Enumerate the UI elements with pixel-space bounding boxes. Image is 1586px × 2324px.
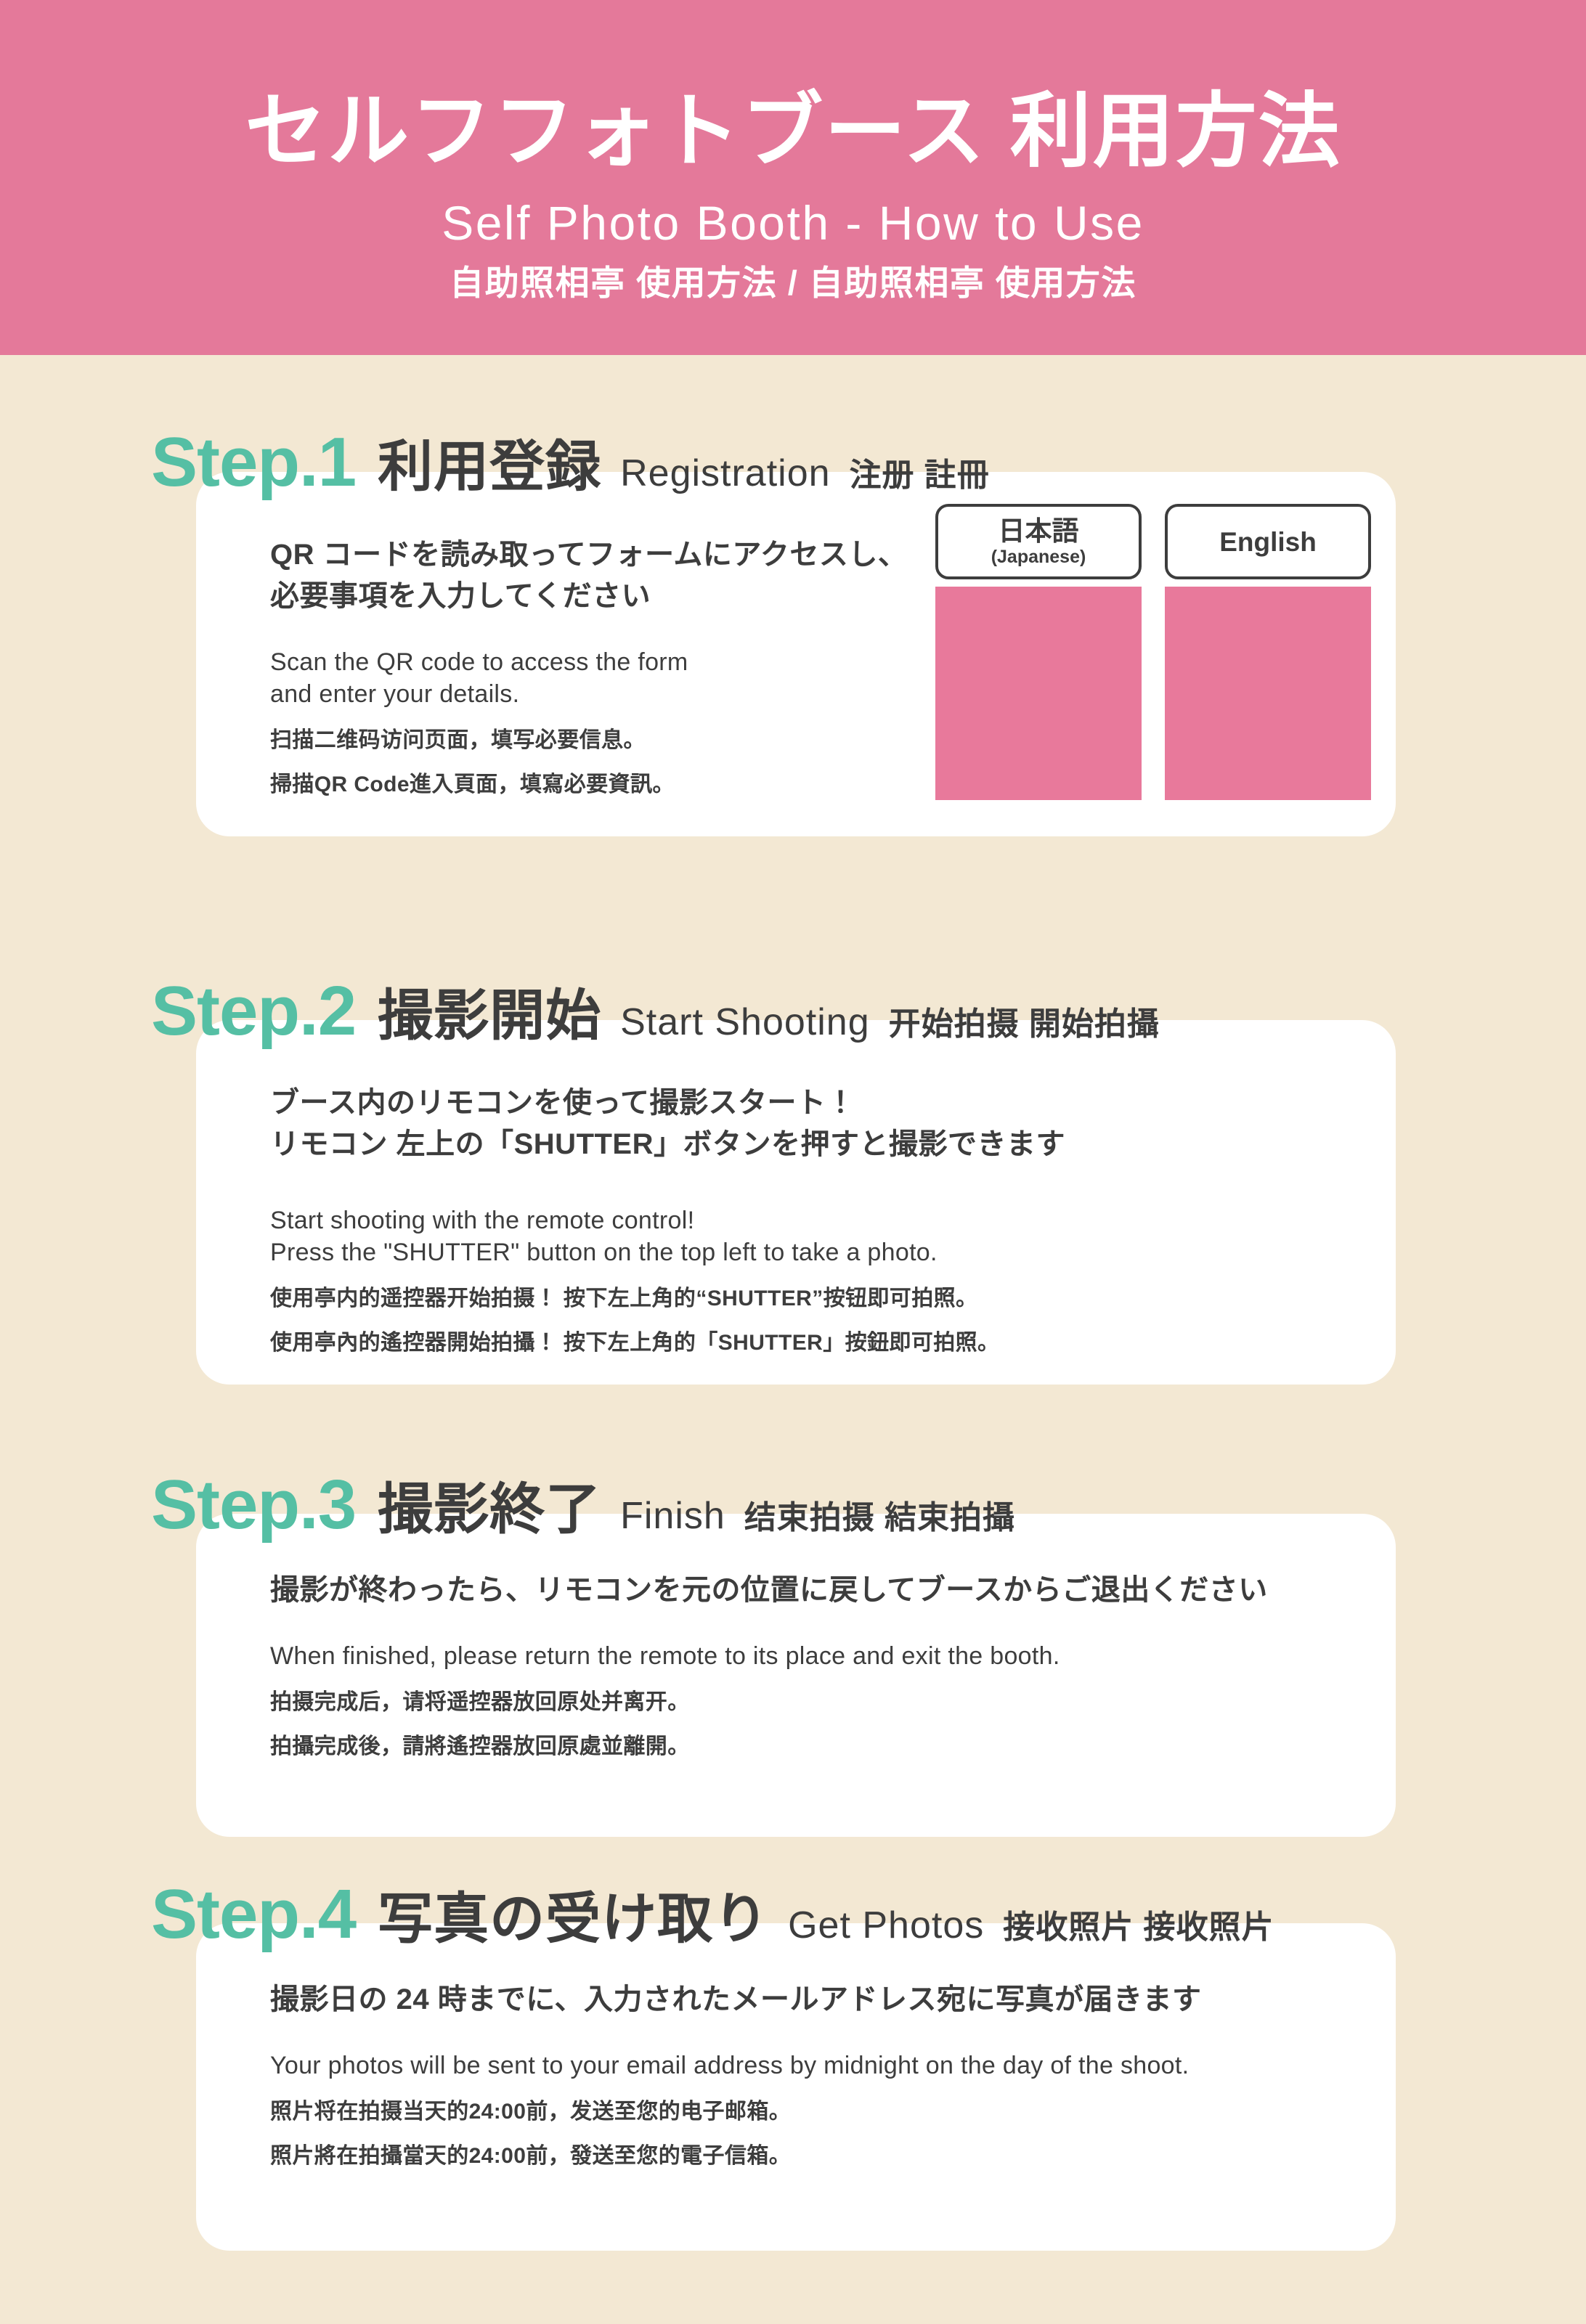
qr-label-english-main: English — [1219, 526, 1317, 557]
qr-code-icon-english[interactable] — [1165, 587, 1371, 800]
step-title-english-4: Get Photos — [788, 1904, 985, 1946]
step-block-1: Step.1 利用登録 Registration 注册 註冊 QR コードを読み… — [0, 355, 1586, 849]
qr-label-japanese: 日本語 (Japanese) — [935, 504, 1142, 579]
qr-option-english[interactable]: English — [1165, 504, 1371, 800]
step-title-english-3: Finish — [620, 1495, 725, 1537]
step-1-english-line-1: Scan the QR code to access the form — [270, 648, 688, 676]
qr-code-icon-japanese[interactable] — [935, 587, 1142, 800]
step-3-japanese-line-1: 撮影が終わったら、リモコンを元の位置に戻してブースからご退出ください — [270, 1574, 1268, 1606]
step-2-english-line-1: Start shooting with the remote control! — [270, 1206, 695, 1234]
step-2-chinese-simplified: 使用亭内的遥控器开始拍摄！ 按下左上角的“SHUTTER”按钮即可拍照。 — [270, 1286, 978, 1310]
step-block-4: Step.4 写真の受け取り Get Photos 接收照片 接收照片 撮影日の… — [0, 1816, 1586, 2324]
step-card-4 — [196, 1923, 1396, 2251]
step-heading-4: Step.4 写真の受け取り Get Photos 接收照片 接收照片 — [151, 1880, 1274, 1949]
step-3-chinese-traditional: 拍攝完成後，請將遙控器放回原處並離開。 — [270, 1734, 690, 1758]
step-title-japanese-3: 撮影終了 — [378, 1479, 602, 1541]
page-subtitle-chinese: 自助照相亭 使用方法 / 自助照相亭 使用方法 — [450, 263, 1136, 302]
step-block-3: Step.3 撮影終了 Finish 结束拍摄 結束拍攝 撮影が終わったら、リモ… — [0, 1406, 1586, 1878]
step-title-japanese-4: 写真の受け取り — [378, 1888, 770, 1950]
step-4-chinese-simplified: 照片将在拍摄当天的24:00前，发送至您的电子邮箱。 — [270, 2099, 792, 2124]
qr-label-japanese-main: 日本語 — [998, 515, 1079, 546]
step-4-english-line-1: Your photos will be sent to your email a… — [270, 2051, 1190, 2079]
step-2-japanese-line-1: ブース内のリモコンを使って撮影スタート！ — [270, 1087, 855, 1119]
step-title-chinese-1: 注册 註冊 — [849, 457, 990, 493]
step-title-chinese-3: 结束拍摄 結束拍攝 — [744, 1500, 1016, 1536]
qr-option-japanese[interactable]: 日本語 (Japanese) — [935, 504, 1142, 800]
step-title-japanese-1: 利用登録 — [378, 436, 602, 498]
step-number-2: Step.2 — [151, 972, 357, 1050]
step-title-english-2: Start Shooting — [620, 1001, 870, 1043]
step-heading-2: Step.2 撮影開始 Start Shooting 开始拍摄 開始拍攝 — [151, 977, 1160, 1046]
step-body-3: 撮影が終わったら、リモコンを元の位置に戻してブースからご退出ください When … — [270, 1570, 1268, 1761]
step-2-chinese-traditional: 使用亭內的遙控器開始拍攝！ 按下左上角的「SHUTTER」按鈕即可拍照。 — [270, 1330, 1000, 1355]
step-block-2: Step.2 撮影開始 Start Shooting 开始拍摄 開始拍攝 ブース… — [0, 913, 1586, 1421]
step-body-1: QR コードを読み取ってフォームにアクセスし、 必要事項を入力してください Sc… — [270, 534, 907, 799]
step-number-4: Step.4 — [151, 1875, 357, 1953]
page-header: セルフフォトブース 利用方法 Self Photo Booth - How to… — [0, 0, 1586, 355]
step-title-japanese-2: 撮影開始 — [378, 985, 602, 1047]
step-card-2 — [196, 1020, 1396, 1385]
step-4-chinese-traditional: 照片將在拍攝當天的24:00前，發送至您的電子信箱。 — [270, 2143, 792, 2168]
step-title-chinese-4: 接收照片 接收照片 — [1003, 1909, 1274, 1945]
step-title-english-1: Registration — [620, 452, 831, 494]
step-2-japanese-line-2: リモコン 左上の「SHUTTER」ボタンを押すと撮影できます — [270, 1128, 1065, 1160]
step-card-3 — [196, 1514, 1396, 1837]
step-body-2: ブース内のリモコンを使って撮影スタート！ リモコン 左上の「SHUTTER」ボタ… — [270, 1083, 1065, 1357]
step-number-3: Step.3 — [151, 1466, 357, 1544]
qr-label-english: English — [1165, 504, 1371, 579]
step-3-chinese-simplified: 拍摄完成后，请将遥控器放回原处并离开。 — [270, 1689, 690, 1714]
step-heading-1: Step.1 利用登録 Registration 注册 註冊 — [151, 428, 990, 497]
qr-code-panel: 日本語 (Japanese) English — [935, 504, 1371, 800]
qr-label-japanese-sub: (Japanese) — [991, 546, 1086, 567]
step-1-chinese-traditional: 掃描QR Code進入頁面，填寫必要資訊。 — [270, 772, 675, 796]
step-1-japanese-line-1: QR コードを読み取ってフォームにアクセスし、 — [270, 539, 908, 571]
step-title-chinese-2: 开始拍摄 開始拍攝 — [888, 1006, 1160, 1042]
page-subtitle-english: Self Photo Booth - How to Use — [442, 196, 1144, 250]
step-3-english-line-1: When finished, please return the remote … — [270, 1642, 1060, 1670]
step-2-english-line-2: Press the "SHUTTER" button on the top le… — [270, 1238, 938, 1266]
page-title: セルフフォトブース 利用方法 — [245, 86, 1341, 176]
step-1-english-line-2: and enter your details. — [270, 680, 520, 708]
step-body-4: 撮影日の 24 時までに、入力されたメールアドレス宛に写真が届きます Your … — [270, 1979, 1202, 2170]
step-4-japanese-line-1: 撮影日の 24 時までに、入力されたメールアドレス宛に写真が届きます — [270, 1983, 1202, 2015]
step-number-1: Step.1 — [151, 423, 357, 501]
step-heading-3: Step.3 撮影終了 Finish 结束拍摄 結束拍攝 — [151, 1470, 1015, 1540]
step-1-chinese-simplified: 扫描二维码访问页面，填写必要信息。 — [270, 727, 646, 752]
step-1-japanese-line-2: 必要事項を入力してください — [270, 579, 651, 612]
